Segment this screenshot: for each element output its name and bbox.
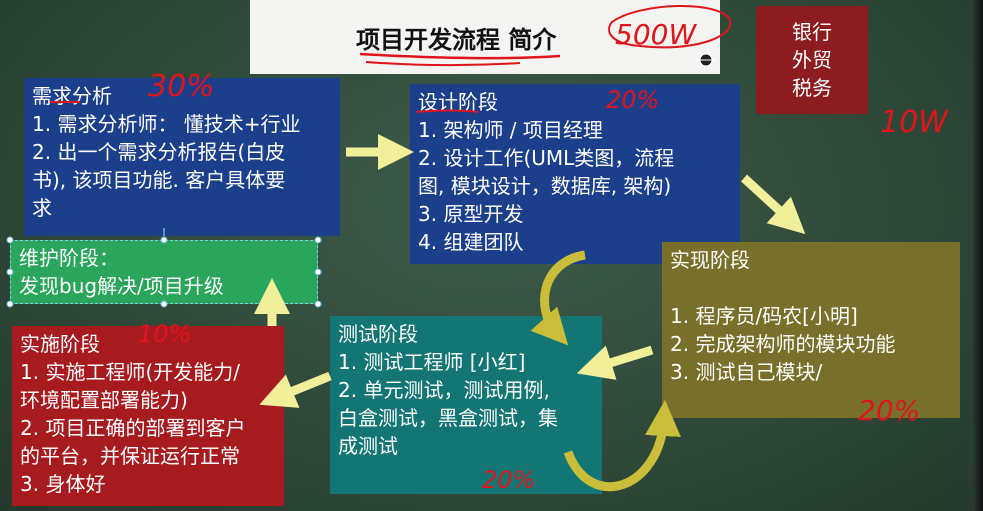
stage-line: 1. 测试工程师 [小红] — [338, 350, 526, 374]
stage-testing: 测试阶段 1. 测试工程师 [小红] 2. 单元测试，测试用例, 白盒测试，黑盒… — [330, 316, 602, 494]
stage-line: 1. 程序员/码农[小明] — [670, 304, 858, 328]
stage-design: 设计阶段 1. 架构师 / 项目经理 2. 设计工作(UML类图，流程 图, 模… — [410, 84, 740, 264]
stage-line: 3. 原型开发 — [418, 202, 524, 226]
stage-line: 2. 项目正确的部署到客户 — [20, 416, 246, 440]
stage-heading: 维护阶段： — [19, 246, 119, 270]
industry-item: 外贸 — [792, 48, 832, 72]
stage-line: 书), 该项目功能. 客户具体要 — [32, 168, 286, 192]
stage-line: 求 — [32, 196, 52, 220]
stage-line: 4. 组建团队 — [418, 230, 524, 254]
stage-line: 1. 实施工程师(开发能力/ — [20, 360, 240, 384]
stage-line: 2. 设计工作(UML类图，流程 — [418, 146, 675, 170]
stage-line: 环境配置部署能力) — [20, 388, 188, 412]
industry-item: 税务 — [792, 76, 832, 100]
stage-heading: 设计阶段 — [418, 90, 498, 114]
board-frame-edge — [973, 0, 983, 511]
spacer — [670, 274, 952, 302]
stage-line: 2. 完成架构师的模块功能 — [670, 332, 896, 356]
stage-line: 2. 单元测试，测试用例, — [338, 378, 550, 402]
stage-heading: 测试阶段 — [338, 322, 418, 346]
stage-line: 发现bug解决/项目升级 — [19, 274, 224, 298]
stage-line: 的平台，并保证运行正常 — [20, 444, 240, 468]
stage-line: 成测试 — [338, 434, 398, 458]
industry-box: 银行 外贸 税务 — [756, 6, 868, 114]
stage-deployment: 实施阶段 1. 实施工程师(开发能力/ 环境配置部署能力) 2. 项目正确的部署… — [12, 326, 284, 506]
stage-requirements: 需求分析 1. 需求分析师： 懂技术+行业 2. 出一个需求分析报告(白皮 书)… — [24, 78, 340, 236]
stage-line: 1. 需求分析师： 懂技术+行业 — [32, 112, 301, 136]
stage-heading: 实施阶段 — [20, 332, 100, 356]
stage-line: 3. 测试自己模块/ — [670, 360, 823, 384]
page-title: 项目开发流程 简介 — [356, 26, 557, 54]
stage-line: 图, 模块设计，数据库, 架构) — [418, 174, 672, 198]
stage-line: 2. 出一个需求分析报告(白皮 — [32, 140, 286, 164]
industry-item: 银行 — [792, 20, 832, 44]
stage-line: 3. 身体好 — [20, 472, 106, 496]
stage-line: 1. 架构师 / 项目经理 — [418, 118, 603, 142]
stage-implementation: 实现阶段 1. 程序员/码农[小明] 2. 完成架构师的模块功能 3. 测试自己… — [662, 242, 960, 418]
stage-heading: 需求分析 — [32, 84, 112, 108]
stage-heading: 实现阶段 — [670, 248, 750, 272]
stage-line: 白盒测试，黑盒测试，集 — [338, 406, 558, 430]
stage-maintenance[interactable]: 维护阶段： 发现bug解决/项目升级 — [10, 240, 318, 304]
